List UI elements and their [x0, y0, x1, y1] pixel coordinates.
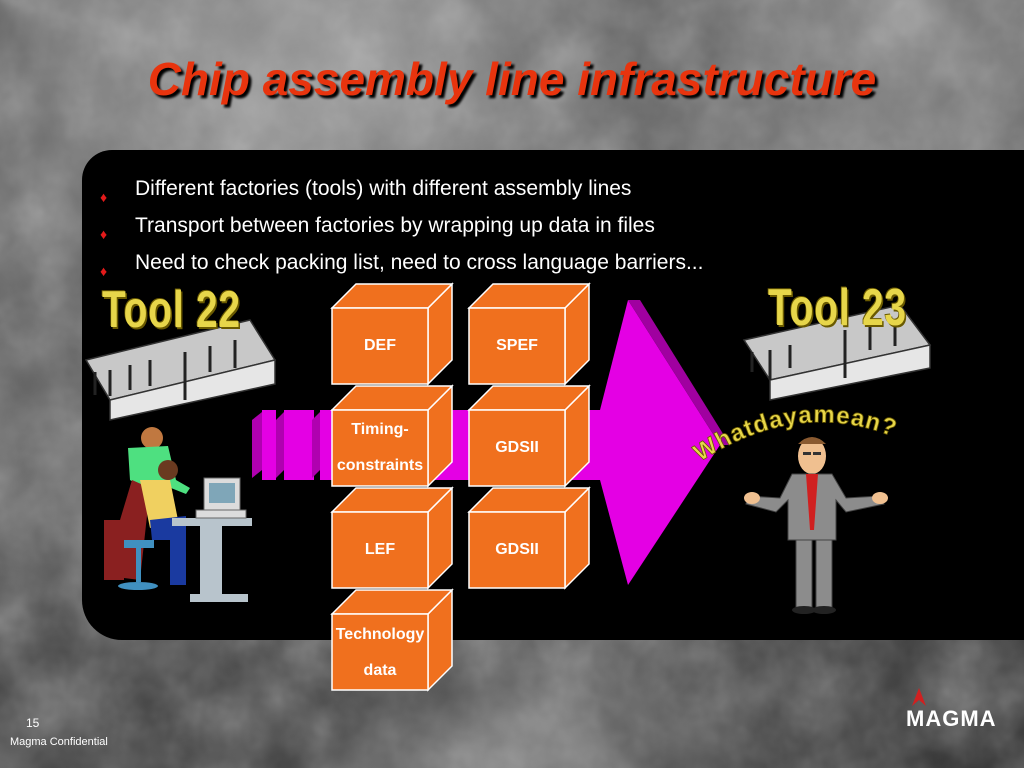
confused-man-icon: [744, 437, 888, 614]
workers-at-computer-icon: [104, 427, 252, 602]
factory-building-icon-right: [742, 304, 932, 401]
magma-logo: MAGMA: [906, 706, 997, 731]
factory-building-icon: [84, 319, 277, 421]
file-box-stack: [330, 282, 591, 692]
bullet-diamond-icon: ♦: [100, 263, 108, 279]
box-label-gdsii-1: GDSII: [495, 439, 539, 456]
box-technology-data: [330, 588, 454, 692]
bullet-item: ♦ Need to check packing list, need to cro…: [100, 244, 703, 281]
box-label-lef: LEF: [364, 541, 396, 558]
bullet-item: ♦ Transport between factories by wrapping…: [100, 207, 703, 244]
bullet-diamond-icon: ♦: [100, 226, 108, 242]
bullet-text: Different factories (tools) with differe…: [135, 177, 632, 200]
box-label-gdsii-2: GDSII: [495, 541, 539, 558]
box-label-def: DEF: [364, 337, 396, 354]
tool-22-label: Tool 22: [102, 281, 241, 339]
box-gdsii-1: [467, 384, 591, 488]
slide-title: Chip assembly line infrastructure: [147, 53, 877, 105]
bullet-list: ♦ Different factories (tools) with differ…: [100, 170, 703, 281]
box-timing-constraints: [330, 384, 454, 488]
box-gdsii-2: [467, 486, 591, 590]
box-label-technology-data: Technology data: [335, 626, 425, 679]
magma-logo-mark-icon: [912, 688, 926, 706]
page-number: 15: [26, 716, 40, 730]
bullet-item: ♦ Different factories (tools) with differ…: [100, 170, 703, 207]
box-def: [330, 282, 454, 386]
box-lef: [330, 486, 454, 590]
box-spef: [467, 282, 591, 386]
tool-23-label: Tool 23: [768, 279, 907, 337]
confidential-notice: Magma Confidential: [10, 736, 108, 748]
bullet-text: Need to check packing list, need to cros…: [135, 251, 704, 274]
box-label-timing-constraints: Timing-constraints: [336, 421, 424, 474]
box-label-spef: SPEF: [496, 337, 538, 354]
bullet-diamond-icon: ♦: [100, 189, 108, 205]
bullet-text: Transport between factories by wrapping …: [135, 214, 655, 237]
